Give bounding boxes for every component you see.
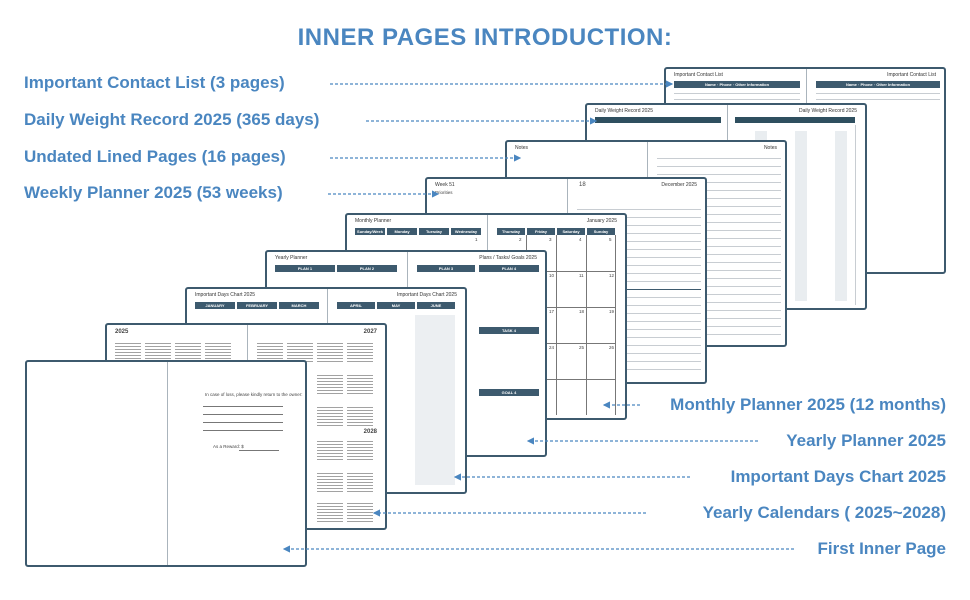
plan-1-bar: PLAN 1 [275, 265, 335, 272]
important-header-left: Important Days Chart 2025 [195, 292, 256, 298]
contact-header-right: Important Contact List [887, 72, 936, 78]
notes-header-right: Notes [763, 145, 777, 151]
important-month-3: APRIL [337, 302, 375, 309]
important-month-4: MAY [377, 302, 415, 309]
weekly-week: Week 51 [435, 182, 455, 188]
weekly-priorities: Priorities [435, 190, 453, 195]
contact-header-left: Important Contact List [674, 72, 723, 78]
weight-header-left: Daily Weight Record 2025 [595, 108, 653, 114]
monthly-date: 4 [579, 237, 582, 242]
monthly-date: 19 [609, 309, 615, 314]
monthly-day-7: Sunday [587, 228, 615, 235]
monthly-date: 5 [609, 237, 612, 242]
monthly-header-right: January 2025 [586, 218, 617, 224]
monthly-day-1: Monday [387, 228, 417, 235]
label-contact-list: Important Contact List (3 pages) [24, 73, 285, 92]
monthly-date: 2 [519, 237, 522, 242]
weekly-month: December 2025 [661, 182, 697, 188]
monthly-date: 18 [579, 309, 585, 314]
monthly-day-4: Thursday [497, 228, 525, 235]
label-yearly-planner: Yearly Planner 2025 [786, 431, 946, 450]
calendar-year-lower: 2028 [363, 429, 377, 435]
yearly-header-left: Yearly Planner [275, 255, 308, 261]
first-page-reward: As a Reward: $ [213, 444, 244, 449]
label-weight-record: Daily Weight Record 2025 (365 days) [24, 110, 320, 129]
page-title: INNER PAGES INTRODUCTION: [297, 24, 673, 51]
label-important-days: Important Days Chart 2025 [730, 467, 946, 486]
label-yearly-calendars: Yearly Calendars ( 2025~2028) [702, 503, 946, 522]
calendar-year-left: 2025 [115, 329, 129, 335]
important-month-5: JUNE [417, 302, 455, 309]
plan-3-bar: PLAN 3 [417, 265, 475, 272]
page-first-inner: In case of loss, please kindly return to… [25, 360, 307, 567]
label-lined-pages: Undated Lined Pages (16 pages) [24, 147, 286, 166]
label-monthly-planner: Monthly Planner 2025 (12 months) [670, 395, 946, 414]
label-first-inner-page: First Inner Page [817, 539, 946, 558]
plan-2-bar: PLAN 2 [337, 265, 397, 272]
important-month-1: FEBRUARY [237, 302, 277, 309]
monthly-date: 12 [609, 273, 615, 278]
monthly-date: 17 [549, 309, 555, 314]
monthly-day-5: Friday [527, 228, 555, 235]
monthly-header-left: Monthly Planner [355, 218, 392, 224]
monthly-date: 25 [579, 345, 585, 350]
plan-4-bar: PLAN 4 [479, 265, 539, 272]
monthly-date: 10 [549, 273, 555, 278]
contact-cols-left: Name · Phone · Other Information [674, 81, 800, 88]
goal-4-bar: GOAL 4 [479, 389, 539, 396]
monthly-date: 11 [579, 273, 584, 278]
yearly-header-right: Plans / Tasks/ Goals 2025 [479, 255, 537, 261]
important-month-2: MARCH [279, 302, 319, 309]
contact-cols-right: Name · Phone · Other Information [816, 81, 940, 88]
task-4-bar: TASK 4 [479, 327, 539, 334]
monthly-day-2: Tuesday [419, 228, 449, 235]
weight-header-right: Daily Weight Record 2025 [799, 108, 857, 114]
monthly-date: 26 [609, 345, 615, 350]
calendar-year-right: 2027 [363, 329, 377, 335]
label-weekly-planner: Weekly Planner 2025 (53 weeks) [24, 183, 283, 202]
important-header-right: Important Days Chart 2025 [396, 292, 457, 298]
important-month-0: JANUARY [195, 302, 235, 309]
first-page-note: In case of loss, please kindly return to… [205, 392, 303, 397]
monthly-day-3: Wednesday [451, 228, 481, 235]
monthly-date: 3 [549, 237, 552, 242]
notes-header-left: Notes [515, 145, 529, 151]
weekly-day: 18 [579, 182, 586, 188]
monthly-day-0: Sunday/Week [355, 228, 385, 235]
monthly-date: 24 [549, 345, 555, 350]
monthly-day-6: Saturday [557, 228, 585, 235]
monthly-date: 1 [475, 237, 478, 242]
